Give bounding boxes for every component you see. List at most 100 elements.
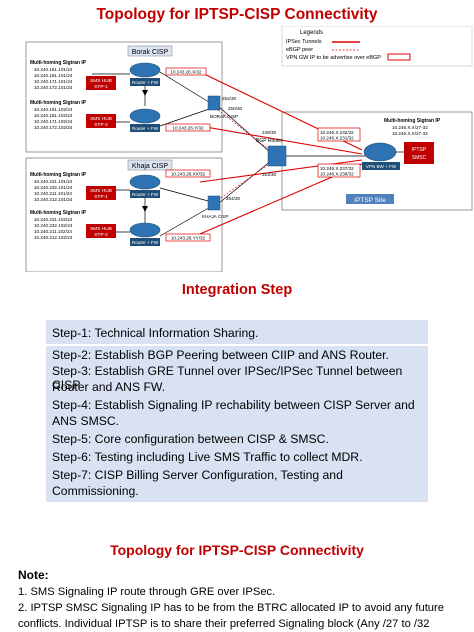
iptsp-peer-ip-bottom-2: 10.246.X.238/32 bbox=[320, 172, 354, 177]
borak-link2: 250/30 bbox=[228, 106, 242, 111]
borak-hub1-name: SMS HUB bbox=[90, 78, 112, 84]
iptsp-smsc-box bbox=[404, 142, 434, 164]
borak-hub2-ip-4: 10.240.172.102/24 bbox=[34, 125, 73, 130]
khaja-hub1-heading: Multi-homing Sigtran IP bbox=[30, 172, 87, 178]
iptsp-smsc-label-2: SMSC bbox=[412, 155, 427, 161]
legend-box bbox=[281, 26, 473, 67]
borak-router1-base bbox=[130, 78, 160, 86]
note-heading: Note: bbox=[18, 568, 49, 582]
borak-router1-icon bbox=[129, 62, 161, 78]
borak-hub1-ip-4: 10.240.172.101/24 bbox=[34, 85, 73, 90]
bgp-router-label: BGP Router bbox=[256, 138, 283, 144]
integration-step-title: Integration Step bbox=[181, 282, 293, 298]
borak-ip2-box bbox=[165, 123, 211, 132]
khaja-label-box bbox=[127, 159, 173, 171]
khaja-ip2: 10.243.26.YY/32 bbox=[171, 236, 206, 241]
khaja-hub1-ip-3: 10.240.211.101/24 bbox=[34, 191, 72, 196]
borak-hub2-ip-3: 10.240.171.102/24 bbox=[34, 119, 73, 124]
iptsp-site-label-box bbox=[346, 194, 394, 204]
iptsp-smsc-label: IPTSP bbox=[412, 147, 427, 153]
borak-hub1-ip-1: 10.240.181.101/24 bbox=[34, 67, 73, 72]
legend-title: Legends bbox=[300, 30, 323, 36]
borak-router2-icon bbox=[129, 108, 161, 124]
iptsp-peer-ip-top-box bbox=[317, 127, 361, 142]
note-item-3: conflicts. Individual IPTSP is to share … bbox=[18, 618, 430, 630]
note-item-2: 2. IPTSP SMSC Signaling IP has to be fro… bbox=[18, 602, 444, 614]
step-6: Step-6: Testing including Live SMS Traff… bbox=[52, 450, 363, 464]
borak-router1-label: Router + FW bbox=[132, 80, 159, 85]
topology-title: Topology for IPTSP-CISP Connectivity bbox=[96, 6, 378, 23]
khaja-ip2-box bbox=[165, 233, 211, 242]
borak-router2-label: Router + FW bbox=[132, 126, 159, 131]
step-5: Step-5: Core configuration between CISP … bbox=[52, 432, 329, 446]
step-1: Step-1: Technical Information Sharing. bbox=[52, 326, 259, 340]
khaja-hub2-stp: STP-2 bbox=[94, 232, 108, 238]
khaja-router2-icon bbox=[129, 222, 161, 238]
step-3-line-2: Router and ANS FW. bbox=[52, 380, 166, 394]
khaja-down-arrow-icon bbox=[142, 206, 148, 212]
iptsp-ip-1: 10.246.X.X/27-32 bbox=[392, 125, 428, 130]
iptsp-peer-ip-top-2: 10.246.X.231/32 bbox=[320, 136, 354, 141]
borak-ip: 10.243.26.X/32 bbox=[170, 70, 202, 75]
borak-ip2: 10.243.26.Y/32 bbox=[172, 126, 204, 131]
khaja-hub1-ip-2: 10.240.232.101/24 bbox=[34, 185, 73, 190]
iptsp-vpn-label: VPN BW + FW bbox=[366, 164, 397, 169]
borak-label: Borak CISP bbox=[132, 49, 169, 56]
borak-switch-label: BORAK CISP bbox=[210, 114, 238, 119]
khaja-router1-base bbox=[130, 190, 160, 198]
khaja-link: 254/30 bbox=[226, 196, 240, 201]
borak-hub1-stp: STP-1 bbox=[94, 84, 108, 90]
khaja-hub2-ip-3: 10.240.211.102/24 bbox=[34, 229, 72, 234]
legend-box-vpn bbox=[387, 53, 411, 61]
step-4-line-2: ANS SMSC. bbox=[52, 414, 120, 428]
borak-hub2-stp: STP-2 bbox=[94, 122, 108, 128]
borak-hub1-ip-2: 10.240.191.101/24 bbox=[34, 73, 73, 78]
note-item-1: 1. SMS Signaling IP route through GRE ov… bbox=[18, 586, 276, 598]
iptsp-peer-ip-bottom-1: 10.246.X.237/32 bbox=[320, 166, 354, 171]
step-7-line-1: Step-7: CISP Billing Server Configuratio… bbox=[52, 468, 343, 482]
khaja-hub1-box bbox=[86, 186, 116, 200]
borak-hub2-name: SMS HUB bbox=[90, 116, 112, 122]
step-2: Step-2: Establish BGP Peering between CI… bbox=[52, 348, 389, 362]
bgp-router-icon bbox=[267, 145, 287, 167]
iptsp-vpn-base bbox=[362, 162, 400, 170]
khaja-hub2-ip-1: 10.240.231.102/24 bbox=[34, 217, 73, 222]
khaja-router2-label: Router + FW bbox=[132, 240, 159, 245]
integration-steps-panel: Step-1: Technical Information Sharing. S… bbox=[46, 320, 428, 502]
khaja-ip-box bbox=[165, 169, 211, 178]
borak-down-arrow-icon bbox=[142, 90, 148, 96]
borak-link: 252/30 bbox=[222, 96, 236, 101]
khaja-hub2-name: SMS HUB bbox=[90, 226, 112, 232]
borak-ip-box bbox=[165, 67, 207, 76]
ebgp-peers bbox=[217, 109, 273, 201]
khaja-router2-base bbox=[130, 238, 160, 246]
step-divider bbox=[46, 344, 428, 346]
iptsp-peer-ip-bottom-box bbox=[317, 163, 361, 178]
iptsp-site-label: IPTSP Site bbox=[354, 197, 386, 204]
step-7-line-2: Commissioning. bbox=[52, 484, 139, 498]
khaja-hub1-name: SMS HUB bbox=[90, 188, 112, 194]
iptsp-vpn-router-icon bbox=[363, 142, 397, 162]
khaja-router1-icon bbox=[129, 174, 161, 190]
borak-hub2-ip-1: 10.240.191.102/24 bbox=[34, 107, 73, 112]
iptsp-heading: Multi-homing Sigtran IP bbox=[384, 118, 441, 124]
topology-diagram: Borak CISP Khaja CISP Legends IPSec Tunn… bbox=[25, 26, 473, 272]
khaja-hub2-ip-4: 10.240.212.102/24 bbox=[34, 235, 73, 240]
borak-label-box bbox=[127, 45, 173, 57]
khaja-hub1-ip-1: 10.240.231.101/24 bbox=[34, 179, 73, 184]
khaja-hub2-box bbox=[86, 224, 116, 238]
borak-hub2-ip-2: 10.240.181.102/24 bbox=[34, 113, 73, 118]
khaja-hub2-ip-2: 10.240.232.102/24 bbox=[34, 223, 73, 228]
khaja-switch-label: KHAJA CISP bbox=[202, 214, 229, 219]
iptsp-peer-ip-top-1: 10.246.X.232/32 bbox=[320, 130, 354, 135]
khaja-router1-label: Router + FW bbox=[132, 192, 159, 197]
borak-hub2-box bbox=[86, 114, 116, 128]
borak-hub1-heading: Multi-homing Sigtran IP bbox=[30, 60, 87, 66]
borak-region bbox=[25, 41, 223, 153]
khaja-hub2-heading: Multi-homing Sigtran IP bbox=[30, 210, 87, 216]
borak-hub2-heading: Multi-homing Sigtran IP bbox=[30, 100, 87, 106]
legend-item-vpn: VPN GW IP to be advertise over eBGP bbox=[286, 55, 381, 61]
khaja-hub1-ip-4: 10.240.212.101/24 bbox=[34, 197, 73, 202]
topology-bottom-title: Topology for IPTSP-CISP Connectivity bbox=[110, 542, 364, 558]
khaja-hub1-stp: STP-1 bbox=[94, 194, 108, 200]
